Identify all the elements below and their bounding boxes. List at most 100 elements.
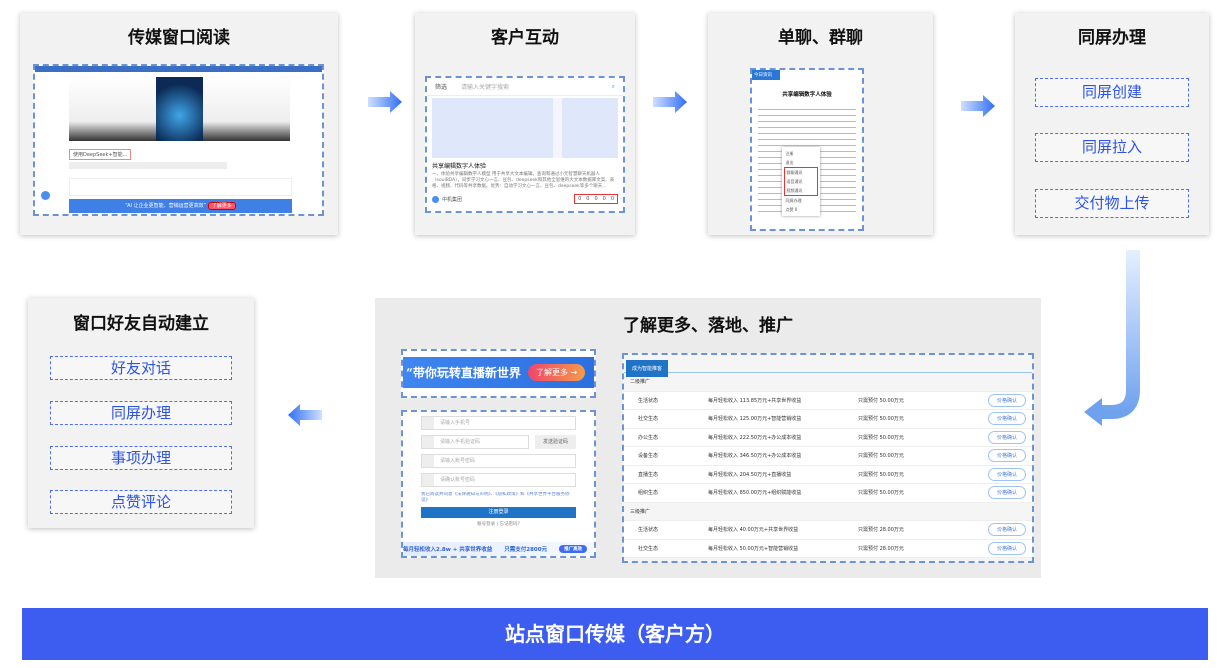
card-window-reading: 传媒窗口阅读 使用DeepSeek+智能... “AI 让企业更智能、营销运营更…: [20, 13, 338, 235]
table-cell: 直播生态: [638, 471, 659, 478]
banner-text: “AI 让企业更智能、营销运营更高效”: [125, 203, 207, 209]
table-cell: 每月轻松收入 850.00万元+组织赋能收益: [708, 490, 802, 497]
promo-banner[interactable]: “带你玩转直播新世界 了解更多 →: [401, 349, 596, 398]
arrow-left-icon: [288, 404, 322, 426]
favorite-count[interactable]: 0: [602, 196, 606, 202]
table-row: 社交生态每月轻松收入 50.00万元+智能营销收益只需预付 28.00万元价格确…: [624, 539, 1032, 558]
table-cell: 每月轻松收入 346.50万元+办公成本收益: [708, 453, 802, 460]
menu-item[interactable]: 退出: [785, 159, 794, 165]
reading-screenshot: 使用DeepSeek+智能... “AI 让企业更智能、营销运营更高效” 了解更…: [33, 64, 324, 216]
agree-checkbox[interactable]: 我已阅读并同意《法律通知与声明》、《隐私政策》和《共享世界平台服务协议》: [421, 492, 570, 503]
table-cell: 社交生态: [638, 416, 659, 423]
arrow-right-icon: [368, 91, 402, 113]
tab-become-promoter[interactable]: 成为智能推客: [626, 360, 669, 377]
menu-item[interactable]: 点赞 0: [785, 206, 798, 212]
table-cell: 生活状态: [638, 527, 659, 534]
author-name: 中机集团: [442, 196, 463, 203]
confirm-price-button[interactable]: 价格确认: [988, 486, 1027, 500]
table-row: 直播生态 每月轻松收入 204.50万元+直播收益 只需预付 50.00万元 价格确认: [624, 465, 1032, 484]
table-cell: 只需预付 50.00万元: [858, 471, 904, 478]
card-same-screen: 同屏办理 同屏创建 同屏拉入 交付物上传: [1015, 13, 1209, 235]
table-cell: 每月轻松收入 125.00万元+智能营销收益: [708, 416, 802, 423]
search-icon[interactable]: ⌕: [611, 82, 615, 90]
confirm-price-button[interactable]: 价格确认: [988, 467, 1027, 481]
card-title: 窗口好友自动建立: [73, 314, 209, 334]
confirm-price-button[interactable]: 价格确认: [988, 541, 1027, 555]
like-count[interactable]: 0: [578, 196, 582, 202]
context-menu: 注册 退出 群聊通讯 语音通讯 视频通讯 同屏办理 点赞 0: [782, 147, 820, 216]
share-count[interactable]: 0: [594, 196, 598, 202]
confirm-price-button[interactable]: 价格确认: [988, 393, 1027, 407]
table-section-header: 二级推广: [624, 373, 1032, 392]
table-cell: 只需预付 50.00万元: [858, 490, 904, 497]
register-button[interactable]: 注册登录: [421, 507, 576, 518]
menu-item-voice[interactable]: 语音通讯: [786, 178, 803, 184]
video-cover[interactable]: [156, 77, 203, 141]
like-comment[interactable]: 点赞评论: [50, 490, 232, 514]
chat-bubble-icon[interactable]: [41, 191, 50, 200]
footer-price: 只需支付2800元: [504, 547, 548, 553]
password-input[interactable]: 请输入账号密码: [421, 454, 576, 468]
menu-item[interactable]: 注册: [785, 150, 794, 156]
deliverable-upload[interactable]: 交付物上传: [1035, 189, 1189, 218]
confirm-password-input[interactable]: 请确认账号密码: [421, 473, 576, 487]
filter-dropdown[interactable]: 筛选: [435, 84, 448, 91]
phone-input[interactable]: 请输入手机号: [421, 416, 576, 430]
table-cell: 组织生态: [638, 490, 659, 497]
video-title[interactable]: 使用DeepSeek+智能...: [69, 149, 132, 160]
card-title: 客户互动: [491, 28, 559, 48]
send-code-button[interactable]: 发送验证码: [534, 435, 576, 449]
forgot-password-link[interactable]: 忘记密码?: [499, 522, 520, 527]
matter-handle[interactable]: 事项办理: [50, 446, 232, 470]
learn-more-button[interactable]: 了解更多: [207, 202, 236, 210]
doc-title: 共享编辑数字人体验: [782, 92, 832, 98]
comment-count[interactable]: 0: [586, 196, 590, 202]
arrow-right-icon: [653, 91, 687, 113]
search-input[interactable]: 请输入关键字搜索: [461, 84, 510, 91]
table-cell: 社交生态: [638, 545, 659, 552]
table-cell: 只需预付 50.00万元: [858, 453, 904, 460]
register-form: 请输入手机号 请输入手机验证码 发送验证码 请输入账号密码 请确认账号密码 我已…: [401, 410, 596, 558]
card-title: 了解更多、落地、推广: [623, 316, 793, 336]
confirm-price-button[interactable]: 价格确认: [988, 430, 1027, 444]
promote-button[interactable]: 推广高效: [559, 545, 588, 553]
friend-chat[interactable]: 好友对话: [50, 356, 232, 380]
menu-item[interactable]: 同屏办理: [785, 197, 802, 203]
same-screen-create[interactable]: 同屏创建: [1035, 78, 1189, 107]
same-screen-handle[interactable]: 同屏办理: [50, 401, 232, 425]
curved-arrow-icon: [1084, 250, 1140, 426]
same-screen-join[interactable]: 同屏拉入: [1035, 133, 1189, 162]
table-cell: 每月轻松收入 204.50万元+直播收益: [708, 471, 792, 478]
table-row: 生活状态每月轻松收入 40.00万元+共享世界收益只需预付 28.00万元价格确…: [624, 521, 1032, 540]
table-cell: 设备生态: [638, 453, 659, 460]
confirm-price-button[interactable]: 价格确认: [988, 412, 1027, 426]
download-count[interactable]: 0: [610, 196, 614, 202]
menu-item-video[interactable]: 视频通讯: [786, 187, 803, 193]
footer-banner: 站点窗口传媒（客户方）: [22, 608, 1208, 660]
pricing-table: 成为智能推客 二级推广生活状态 每月轻松收入 113.85万元+共享世界收益只需预…: [622, 353, 1034, 563]
chat-screenshot: 今日资讯 共享编辑数字人体验 注册 退出 群聊通讯 语音通讯 视频通讯 同屏办理…: [750, 68, 864, 231]
confirm-price-button[interactable]: 价格确认: [988, 449, 1027, 463]
table-cell: 每月轻松收入 222.50万元+办公成本收益: [708, 434, 802, 441]
tab-today-news[interactable]: 今日资讯: [752, 70, 780, 80]
table-cell: 每月轻松收入 113.85万元+共享世界收益: [708, 397, 802, 404]
account-login-link[interactable]: 账号登录: [477, 522, 496, 527]
article-title[interactable]: 共享编辑数字人体验: [432, 163, 487, 170]
card-title: 传媒窗口阅读: [128, 28, 230, 48]
learn-more-button[interactable]: 了解更多 →: [528, 364, 586, 381]
article-body: 一、体验共享编辑数字人模型 用于共享大文本编辑，查询和通过小元智慧聊天机器人（s…: [432, 172, 615, 189]
card-chat: 单聊、群聊 今日资讯 共享编辑数字人体验 注册 退出 群聊通讯 语音通讯 视频通…: [708, 13, 933, 235]
footer-income: 每月轻松收入2.8w + 共享世界收益: [403, 547, 493, 553]
banner-text: “带你玩转直播新世界: [406, 366, 521, 380]
table-row: 组织生态 每月轻松收入 850.00万元+组织赋能收益 只需预付 50.00万元 价格…: [624, 484, 1032, 503]
confirm-price-button[interactable]: 价格确认: [988, 523, 1027, 537]
code-input[interactable]: 请输入手机验证码: [421, 435, 529, 449]
table-cell: 只需预付 50.00万元: [858, 434, 904, 441]
card-title: 同屏办理: [1078, 28, 1146, 48]
menu-item-group-chat[interactable]: 群聊通讯: [786, 169, 803, 175]
reading-banner[interactable]: “AI 让企业更智能、营销运营更高效” 了解更多: [69, 199, 292, 213]
article-image[interactable]: [432, 98, 618, 158]
table-row: 办公生态每月轻松收入 222.50万元+办公成本收益只需预付 50.00万元价格…: [624, 428, 1032, 447]
author-avatar: [432, 195, 439, 203]
